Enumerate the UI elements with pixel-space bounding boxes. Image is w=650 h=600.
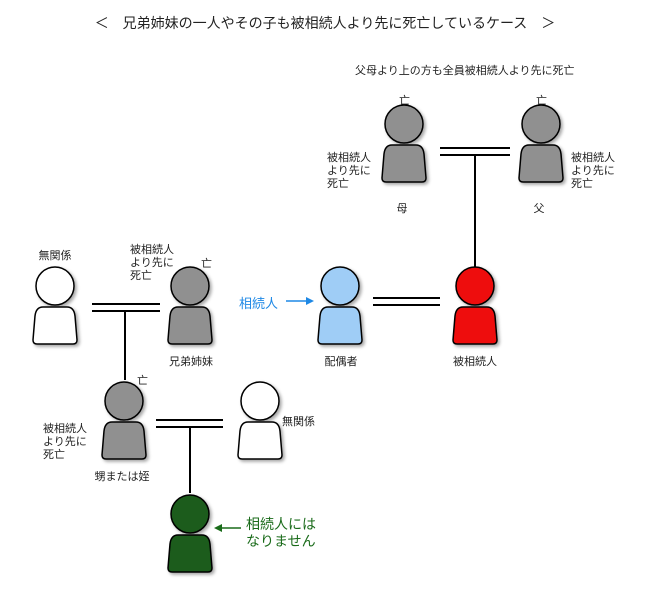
sibling-predeceased-note: 被相続人より先に死亡: [130, 243, 174, 282]
sibling-figure-icon: [167, 266, 213, 345]
heir-label: 相続人: [239, 297, 279, 312]
father-caption: 父: [533, 202, 545, 215]
unrelated-1-caption: 無関係: [38, 249, 72, 262]
mother-deceased-mark: 亡: [399, 94, 410, 107]
heir-arrow-icon: [286, 297, 314, 305]
father-predeceased-note: 被相続人より先に死亡: [571, 151, 615, 190]
nephew-predeceased-note: 被相続人より先に死亡: [43, 422, 87, 461]
decedent-caption: 被相続人: [453, 355, 497, 368]
nephew-caption: 甥または姪: [94, 470, 150, 483]
page-title: ＜ 兄弟姉妹の一人やその子も被相続人より先に死亡しているケース ＞: [94, 16, 556, 32]
non-heir-label: 相続人には なりません: [246, 517, 316, 550]
father-figure-icon: [518, 104, 564, 183]
unrelated-2-caption: 無関係: [282, 415, 315, 428]
grandnephew-figure-icon: [167, 494, 213, 573]
father-deceased-mark: 亡: [536, 94, 547, 107]
parents-note: 父母より上の方も全員被相続人より先に死亡: [355, 64, 575, 77]
sibling-deceased-mark: 亡: [201, 257, 212, 270]
nephew-figure-icon: [101, 381, 147, 460]
spouse-figure-icon: [317, 266, 363, 345]
mother-predeceased-note: 被相続人より先に死亡: [327, 151, 371, 190]
mother-caption: 母: [396, 202, 408, 215]
unrelated-1-figure-icon: [32, 266, 78, 345]
decedent-figure-icon: [452, 266, 498, 345]
nephew-deceased-mark: 亡: [137, 374, 148, 387]
spouse-caption: 配偶者: [324, 355, 358, 368]
sibling-caption: 兄弟姉妹: [169, 355, 213, 368]
unrelated-2-figure-icon: [237, 381, 283, 460]
family-lines: [92, 147, 510, 493]
mother-figure-icon: [381, 104, 427, 183]
non-heir-arrow-icon: [214, 524, 241, 532]
